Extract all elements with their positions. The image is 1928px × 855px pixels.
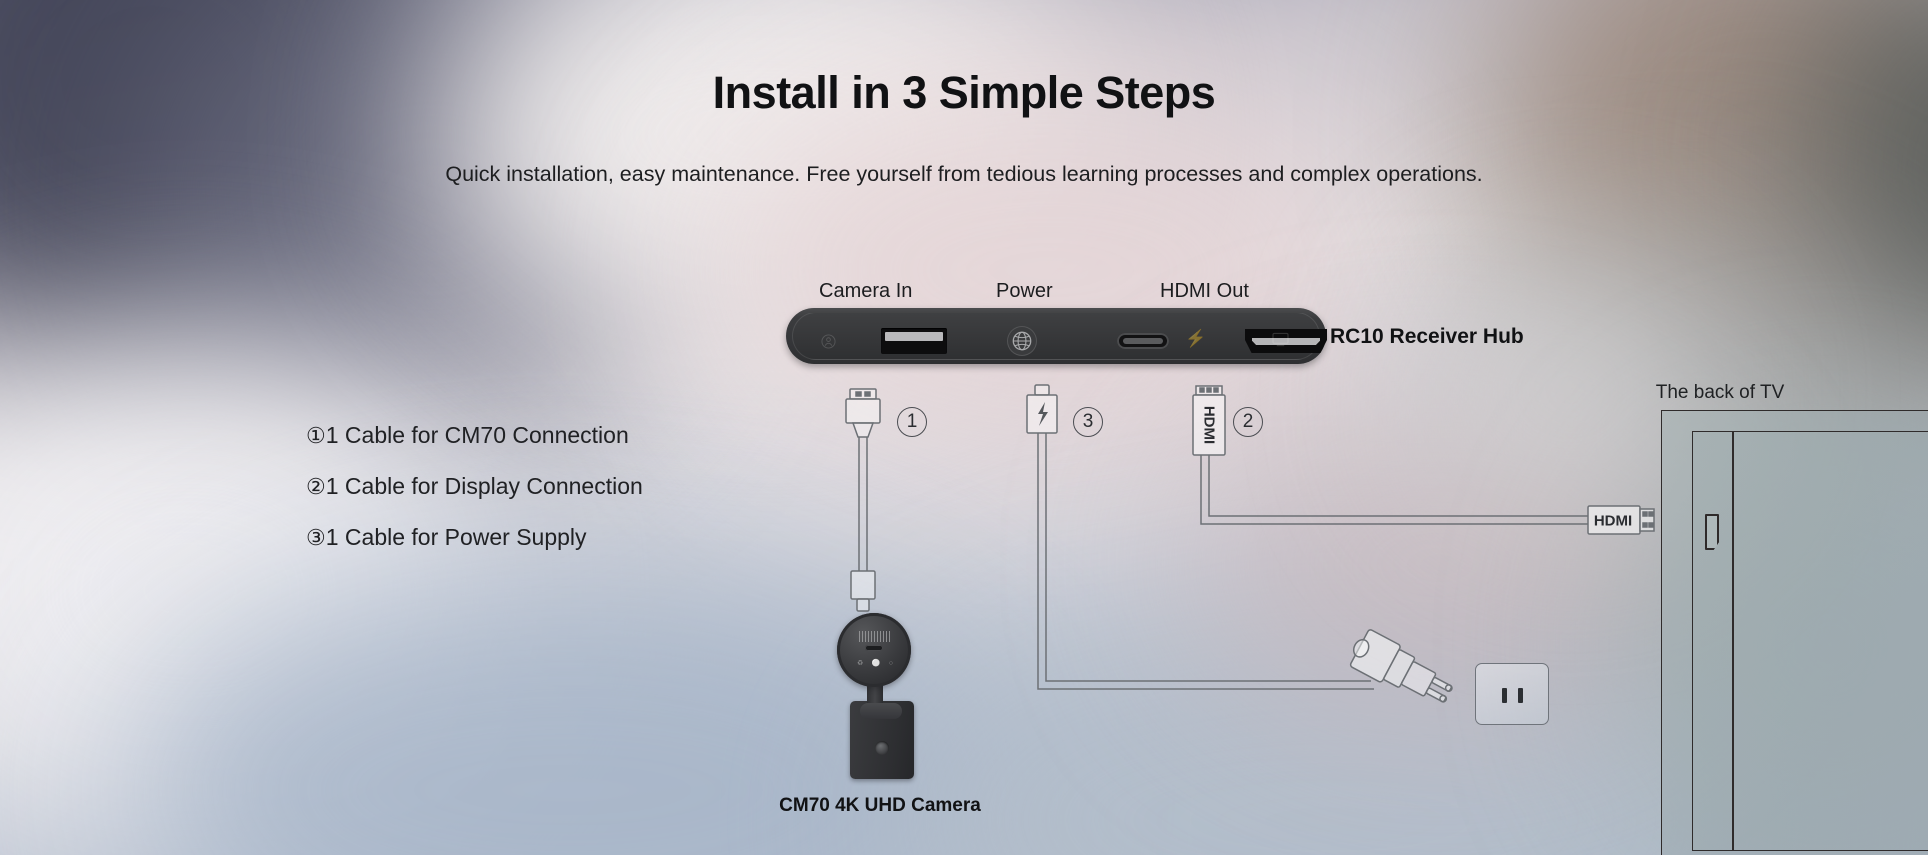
outlet-slot bbox=[1502, 688, 1507, 703]
tv-hdmi-connector bbox=[1587, 505, 1655, 535]
tv-back-label: The back of TV bbox=[1655, 382, 1785, 403]
camera-barcode bbox=[859, 631, 891, 642]
port-label-power: Power bbox=[996, 280, 1053, 302]
display-icon bbox=[1272, 332, 1289, 350]
list-item-marker: ③ bbox=[306, 525, 326, 550]
globe-icon bbox=[1007, 326, 1037, 356]
feature-list: ①1 Cable for CM70 Connection ②1 Cable fo… bbox=[306, 410, 643, 563]
port-label-hdmi-out: HDMI Out bbox=[1160, 280, 1249, 302]
cm70-camera: ♻⚪○ bbox=[832, 613, 928, 779]
page-subtitle: Quick installation, easy maintenance. Fr… bbox=[445, 162, 1483, 186]
tv-back-panel bbox=[1661, 410, 1928, 855]
step-marker-camera-cable: 1 bbox=[897, 407, 927, 437]
camera-cable bbox=[845, 388, 881, 612]
port-label-camera-in: Camera In bbox=[819, 280, 913, 302]
hdmi-port-icon bbox=[1245, 329, 1327, 353]
list-item-marker: ② bbox=[306, 474, 326, 499]
step-marker-hdmi-cable: 2 bbox=[1233, 407, 1263, 437]
rc10-receiver-hub: ⚡ bbox=[786, 308, 1327, 364]
list-item: ③1 Cable for Power Supply bbox=[306, 512, 643, 563]
wall-outlet bbox=[1475, 663, 1549, 725]
usb-a-port-icon bbox=[881, 328, 947, 354]
camera-tripod-screw-hole bbox=[875, 741, 889, 755]
list-item: ①1 Cable for CM70 Connection bbox=[306, 410, 643, 461]
hub-faceplate: ⚡ bbox=[792, 312, 1327, 360]
list-item-label: 1 Cable for Display Connection bbox=[325, 473, 643, 499]
camera-body: ♻⚪○ bbox=[837, 613, 911, 687]
outlet-slot bbox=[1518, 688, 1523, 703]
list-item: ②1 Cable for Display Connection bbox=[306, 461, 643, 512]
hub-name-label: RC10 Receiver Hub bbox=[1330, 325, 1524, 348]
list-item-label: 1 Cable for CM70 Connection bbox=[325, 422, 629, 448]
camera-hinge bbox=[860, 703, 902, 719]
hdmi-connector-label: HDMI bbox=[1201, 406, 1218, 444]
tv-panel-divider bbox=[1732, 431, 1734, 851]
step-marker-power-cable: 3 bbox=[1073, 407, 1103, 437]
list-item-label: 1 Cable for Power Supply bbox=[325, 524, 587, 550]
person-icon bbox=[821, 334, 836, 352]
tv-hdmi-connector-label: HDMI bbox=[1594, 513, 1632, 530]
page-title: Install in 3 Simple Steps bbox=[712, 67, 1216, 118]
tv-inner-panel bbox=[1692, 431, 1928, 851]
ac-power-plug bbox=[1349, 629, 1453, 703]
usb-c-port-icon bbox=[1117, 333, 1169, 349]
list-item-marker: ① bbox=[306, 423, 326, 448]
camera-name-label: CM70 4K UHD Camera bbox=[779, 795, 981, 816]
bolt-icon: ⚡ bbox=[1185, 329, 1207, 348]
camera-certification-marks: ♻⚪○ bbox=[857, 660, 893, 667]
hdmi-socket-icon bbox=[1705, 514, 1719, 550]
